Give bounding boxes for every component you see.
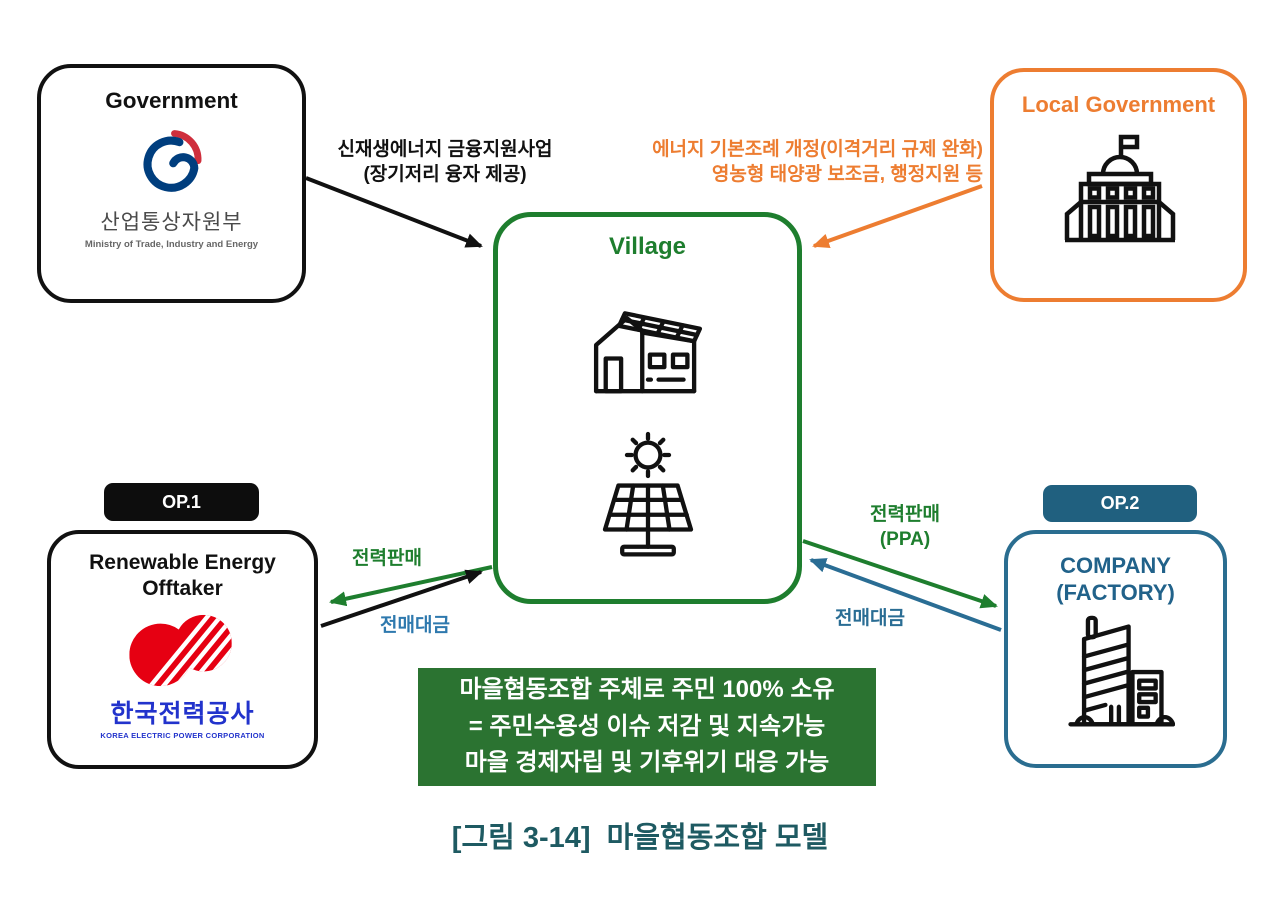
arrow-localgov-to-village: [812, 184, 983, 249]
government-emblem-icon: [143, 130, 201, 192]
village-title: Village: [609, 233, 686, 260]
offtaker-title: Renewable Energy Offtaker: [89, 551, 276, 600]
power-sale-ppa-label-right: 전력판매 (PPA): [870, 504, 940, 550]
solar-house-icon: [593, 311, 702, 394]
localgov-support-label: 에너지 기본조례 개정(이격거리 규제 완화) 영농형 태양광 보조금, 행정지…: [652, 139, 983, 185]
offtaker-node: Renewable Energy Offtaker: [47, 530, 318, 769]
solar-panel-sun-icon: [602, 431, 693, 557]
summary-line-2: = 주민수용성 이슈 저감 및 지속가능: [468, 712, 826, 740]
company-node: COMPANY (FACTORY): [1004, 530, 1227, 768]
government-org-english: Ministry of Trade, Industry and Energy: [84, 239, 259, 250]
government-node: Government 산업통상자원부 Ministry of Trade, In…: [37, 64, 306, 303]
summary-line-3: 마을 경제자립 및 기후위기 대응 가능: [464, 749, 830, 777]
summary-box: 마을협동조합 주체로 주민 100% 소유 = 주민수용성 이슈 저감 및 지속…: [418, 668, 876, 786]
arrow-government-to-village: [305, 176, 483, 248]
figure-caption: [그림 3-14] 마을협동조합 모델: [451, 822, 829, 854]
op1-label: OP.1: [162, 491, 201, 512]
power-sale-label-left: 전력판매: [352, 548, 422, 569]
government-support-label: 신재생에너지 금융지원사업 (장기저리 융자 제공): [337, 139, 553, 185]
government-title: Government: [105, 88, 238, 113]
op2-label: OP.2: [1100, 493, 1140, 513]
company-title: COMPANY (FACTORY): [1056, 553, 1175, 605]
resale-payment-label-right: 전매대금: [835, 608, 905, 629]
resale-payment-label-left: 전매대금: [380, 615, 450, 636]
summary-line-1: 마을협동조합 주체로 주민 100% 소유: [459, 676, 835, 704]
government-org-korean: 산업통상자원부: [100, 211, 243, 234]
kepco-name-korean: 한국전력공사: [110, 700, 255, 728]
local-government-node: Local Government: [990, 68, 1247, 302]
local-government-title: Local Government: [1021, 92, 1216, 117]
government-building-icon: [1064, 134, 1175, 243]
arrow-village-to-offtaker-sale: [329, 565, 493, 607]
kepco-name-english: KOREA ELECTRIC POWER CORPORATION: [100, 731, 265, 740]
village-node: Village: [493, 212, 802, 604]
op2-badge: OP.2: [1043, 485, 1197, 522]
op1-badge: OP.1: [104, 483, 259, 521]
kepco-logo-icon: [128, 614, 232, 687]
office-building-icon: [1067, 615, 1175, 727]
